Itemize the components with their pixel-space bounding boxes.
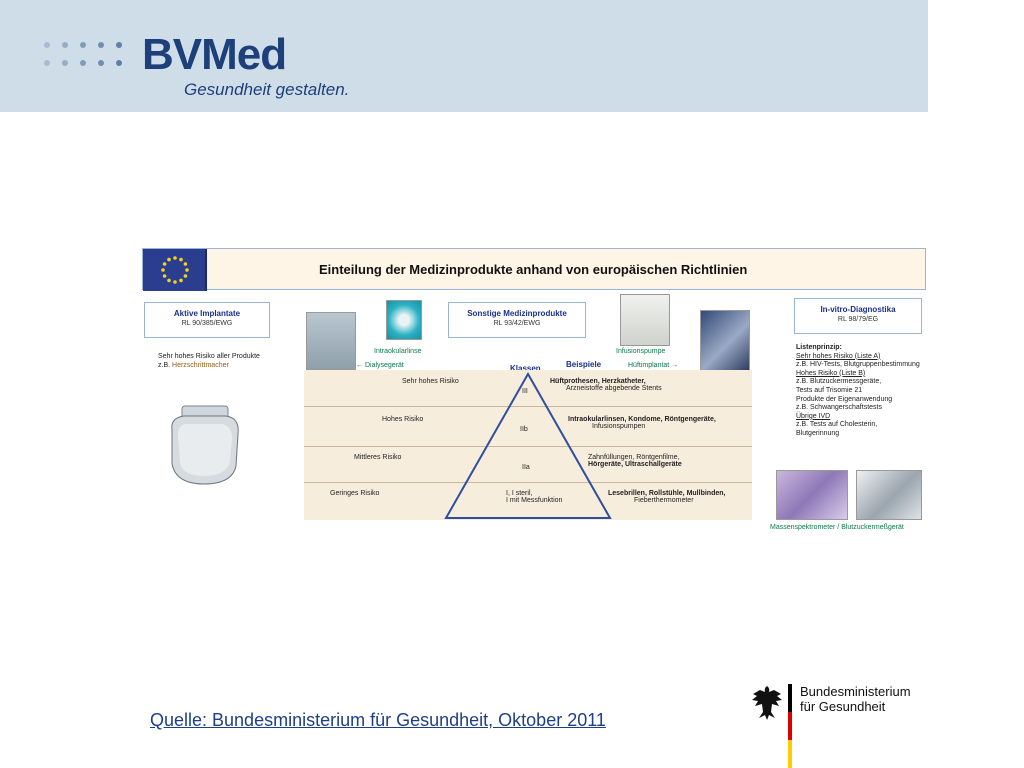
risk-examples: Zahnfüllungen, Röntgenfilme,Hörgeräte, U…: [588, 454, 682, 468]
category-ivd: In-vitro-Diagnostika RL 98/79/EG: [794, 298, 922, 334]
category-active-implants: Aktive Implantate RL 90/385/EWG: [144, 302, 270, 338]
header-klassen: Klassen: [510, 364, 541, 373]
glucose-meter-image: [856, 470, 922, 520]
example-line: Hüftprothesen, Herzkatheter,: [550, 378, 646, 385]
federal-eagle-icon: [752, 686, 782, 720]
risk-examples: Lesebrillen, Rollstühle, Mullbinden,Fieb…: [608, 490, 725, 504]
category-name: Sonstige Medizinprodukte: [467, 309, 567, 318]
ivd-principles: Listenprinzip: Sehr hohes Risiko (Liste …: [796, 344, 932, 439]
ivd-line: Tests auf Trisomie 21: [796, 386, 863, 394]
example-line: Hörgeräte, Ultraschallgeräte: [588, 461, 682, 468]
left-note-text: Sehr hohes Risiko aller Produkte: [158, 353, 260, 360]
risk-pyramid: [444, 371, 612, 519]
example-line: Fieberthermometer: [634, 497, 694, 504]
ministry-line: Bundesministerium: [800, 684, 911, 699]
category-directive: RL 98/79/EG: [837, 316, 879, 323]
hip-implant-image: [700, 310, 750, 372]
ivd-line: z.B. HIV-Tests, Blutgruppenbestimmung: [796, 361, 920, 369]
hip-implant-text: Hüftimplantat: [628, 362, 670, 369]
category-name: Aktive Implantate: [173, 309, 241, 318]
risk-label: Mittleres Risiko: [354, 454, 402, 461]
example-line: Zahnfüllungen, Röntgenfilme,: [588, 454, 680, 461]
example-line: Intraokularlinsen, Kondome, Röntgengerät…: [568, 416, 716, 423]
example-line: Lesebrillen, Rollstühle, Mullbinden,: [608, 490, 726, 497]
classification-figure: Einteilung der Medizinprodukte anhand vo…: [140, 248, 926, 546]
pacemaker-image: [171, 405, 239, 485]
german-flag-stripe: [788, 684, 792, 768]
logo: BVMed: [142, 30, 287, 79]
intraocular-lens-image: [386, 300, 422, 340]
infusion-pump-image: [620, 294, 670, 346]
label-dialysis: ← Dialysegerät: [356, 362, 404, 369]
risk-label: Geringes Risiko: [330, 490, 380, 497]
risk-class: I, I steril,I mit Messfunktion: [506, 490, 562, 504]
example-prefix: z.B.: [158, 362, 171, 369]
ministry-line: für Gesundheit: [800, 699, 886, 714]
class-line: I, I steril,: [506, 490, 533, 497]
risk-class: III: [522, 388, 528, 395]
ivd-line: Hohes Risiko (Liste B): [796, 369, 866, 377]
risk-label: Hohes Risiko: [382, 416, 424, 423]
risk-examples: Hüftprothesen, Herzkatheter,Arzneistoffe…: [550, 378, 662, 392]
ivd-line: Übrige IVD: [796, 412, 831, 420]
left-note: Sehr hohes Risiko aller Produkte z.B. He…: [158, 352, 278, 370]
label-intraocular-lens: Intraokularlinse: [374, 348, 422, 355]
risk-class: IIb: [520, 426, 528, 433]
category-directive: RL 90/385/EWG: [181, 320, 233, 327]
ivd-line: z.B. Tests auf Cholesterin,: [796, 421, 878, 429]
label-hip-implant: Hüftimplantat →: [628, 362, 679, 369]
source-link[interactable]: Quelle: Bundesministerium für Gesundheit…: [150, 710, 606, 730]
example-line: Infusionspumpen: [592, 423, 646, 430]
figure-title-bar: Einteilung der Medizinprodukte anhand vo…: [142, 248, 926, 291]
mass-spectrometer-image: [776, 470, 848, 520]
header-band: BVMed Gesundheit gestalten.: [0, 0, 928, 112]
dialysis-text: Dialysegerät: [364, 362, 404, 369]
category-directive: RL 93/42/EWG: [493, 320, 541, 327]
example-name: Herzschrittmacher: [172, 362, 229, 369]
ivd-line: Listenprinzip:: [796, 344, 842, 351]
category-other-devices: Sonstige Medizinprodukte RL 93/42/EWG: [448, 302, 586, 338]
ministry-name: Bundesministerium für Gesundheit: [800, 684, 911, 714]
class-line: I mit Messfunktion: [506, 497, 563, 504]
pyramid-area: Sehr hohes Risiko III Hüftprothesen, Her…: [304, 370, 752, 520]
ivd-line: z.B. Blutzuckermessgeräte,: [796, 378, 882, 386]
tagline: Gesundheit gestalten.: [184, 80, 350, 99]
left-note-example: z.B. Herzschrittmacher: [158, 361, 278, 370]
example-line: Arzneistoffe abgebende Stents: [566, 385, 662, 392]
logo-dots-icon: [44, 38, 130, 74]
ivd-line: Sehr hohes Risiko (Liste A): [796, 352, 881, 360]
row-divider: [304, 446, 752, 447]
risk-label: Sehr hohes Risiko: [402, 378, 459, 385]
ivd-line: Blutgerinnung: [796, 429, 840, 437]
category-name: In-vitro-Diagnostika: [820, 305, 896, 314]
label-infusion-pump: Infusionspumpe: [616, 348, 666, 355]
row-divider: [304, 482, 752, 483]
ivd-line: z.B. Schwangerschaftstests: [796, 404, 882, 412]
ivd-caption: Massenspektrometer / Blutzuckermeßgerät: [770, 524, 904, 531]
figure-title: Einteilung der Medizinprodukte anhand vo…: [319, 262, 748, 277]
ivd-line: Produkte der Eigenanwendung: [796, 395, 893, 403]
dialysis-image: [306, 312, 356, 370]
risk-class: IIa: [522, 464, 530, 471]
row-divider: [304, 406, 752, 407]
header-beispiele: Beispiele: [566, 360, 602, 369]
eu-flag-icon: [143, 249, 207, 291]
risk-examples: Intraokularlinsen, Kondome, Röntgengerät…: [568, 416, 716, 430]
